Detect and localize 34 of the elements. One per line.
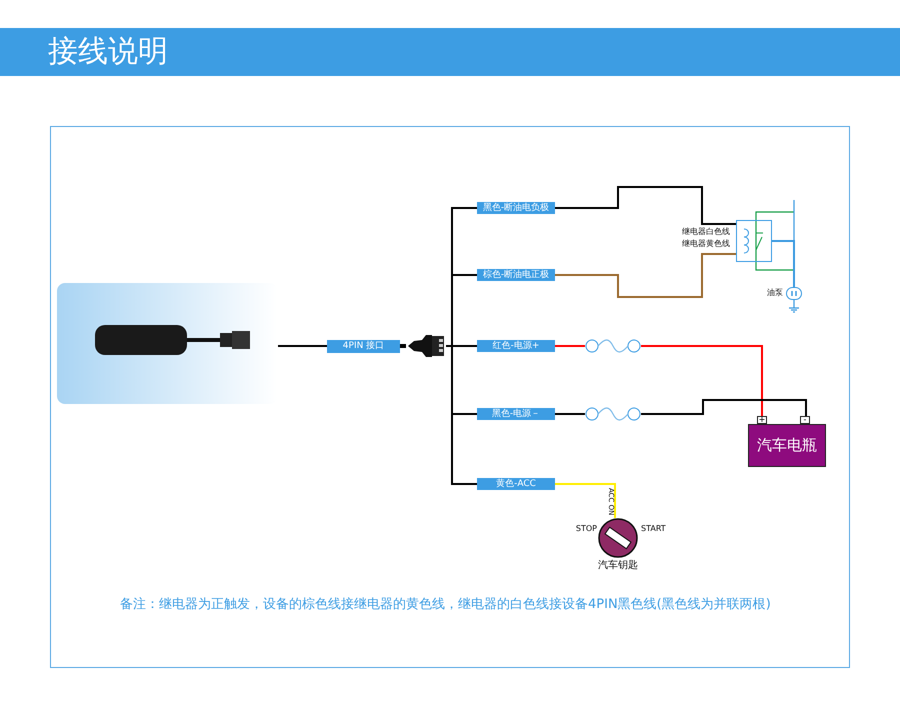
switch-position-label: START — [641, 524, 666, 534]
note-text: 备注：继电器为正触发，设备的棕色线接继电器的黄色线，继电器的白色线接设备4PIN黑色线(黑色线为并联两根) — [120, 597, 772, 613]
device-card — [57, 283, 278, 404]
wire-label: 4PIN 接口 — [327, 340, 400, 353]
connector-plug-icon — [406, 332, 446, 360]
wire — [641, 399, 807, 416]
relay-drawing — [736, 220, 772, 262]
key-switch-icon — [598, 518, 638, 558]
wire-label: 黄色-ACC — [477, 478, 555, 490]
wire — [446, 345, 477, 485]
wire-name: 继电器白色线 — [682, 227, 730, 237]
wire — [555, 345, 585, 347]
pump-icon — [786, 287, 802, 300]
wire — [555, 186, 736, 225]
fuse-icon — [585, 339, 641, 353]
wire — [555, 253, 736, 298]
terminal-box: - — [800, 416, 810, 424]
wire-name: 继电器黄色线 — [682, 239, 730, 249]
switch-caption: 汽车钥匙 — [597, 560, 639, 572]
wire — [555, 413, 585, 415]
pump-label: 油泵 — [767, 288, 783, 298]
page-title: 接线说明 — [48, 34, 168, 70]
switch-position-label: STOP — [576, 524, 597, 534]
terminal-box: + — [757, 416, 767, 424]
wire — [641, 345, 763, 416]
wire-label: 黑色-电源－ — [477, 408, 555, 420]
battery-box: 汽车电瓶 — [748, 424, 826, 467]
wire — [400, 344, 406, 348]
fuse-icon — [585, 407, 641, 421]
wire-label: 红色-电源+ — [477, 340, 555, 352]
wire-label: 棕色-断油电正极 — [477, 269, 555, 281]
wire-label: 黑色-断油电负极 — [477, 202, 555, 214]
wire — [555, 483, 616, 518]
wire — [772, 240, 795, 287]
